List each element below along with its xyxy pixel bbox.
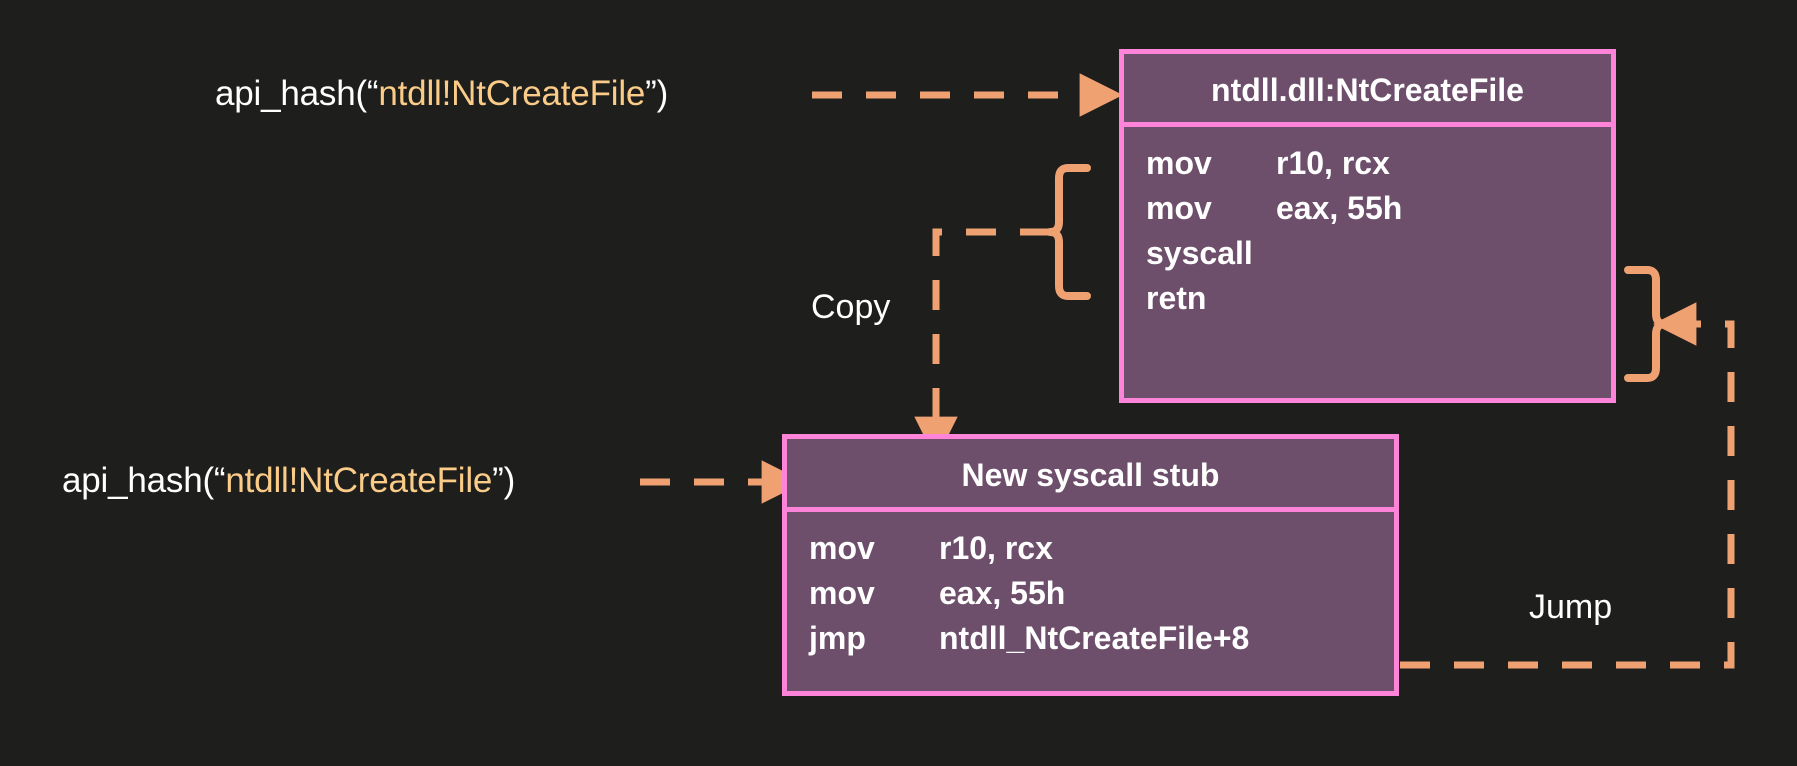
api-hash-top-highlight: ntdll!NtCreateFile — [378, 74, 646, 113]
asm-args: r10, rcx — [939, 530, 1053, 566]
jump-label: Jump — [1529, 588, 1613, 626]
asm-op: mov — [809, 530, 875, 566]
asm-line: retn — [1146, 276, 1611, 321]
ntdll-code-box: ntdll.dll:NtCreateFile mov r10, rcx mov … — [1119, 49, 1616, 403]
asm-args: eax, 55h — [1276, 190, 1403, 226]
stub-box-body: mov r10, rcx mov eax, 55h jmp ntdll_NtCr… — [787, 512, 1394, 671]
asm-line: jmp ntdll_NtCreateFile+8 — [809, 616, 1394, 661]
asm-args — [1276, 276, 1611, 321]
asm-line: mov eax, 55h — [1146, 186, 1611, 231]
api-hash-top-label: api_hash(“ntdll!NtCreateFile”) — [215, 74, 668, 114]
stub-box-title: New syscall stub — [787, 439, 1394, 512]
ntdll-box-title: ntdll.dll:NtCreateFile — [1124, 54, 1611, 127]
asm-op: retn — [1146, 280, 1207, 316]
copy-label: Copy — [811, 288, 891, 326]
asm-args: ntdll_NtCreateFile+8 — [939, 620, 1250, 656]
asm-op: mov — [1146, 190, 1212, 226]
asm-op: mov — [809, 575, 875, 611]
asm-line: mov eax, 55h — [809, 571, 1394, 616]
asm-op: mov — [1146, 145, 1212, 181]
copy-arrow — [914, 228, 1050, 460]
asm-args: eax, 55h — [939, 575, 1066, 611]
api-hash-bottom-label: api_hash(“ntdll!NtCreateFile”) — [62, 461, 515, 501]
stub-code-box: New syscall stub mov r10, rcx mov eax, 5… — [782, 434, 1399, 696]
asm-line: mov r10, rcx — [1146, 141, 1611, 186]
api-hash-bottom-highlight: ntdll!NtCreateFile — [225, 461, 493, 500]
asm-line: syscall — [1146, 231, 1611, 276]
source-brace — [1046, 164, 1091, 300]
asm-op: jmp — [809, 620, 866, 656]
api-hash-top-suffix: ”) — [645, 74, 669, 113]
api-hash-top-prefix: api_hash(“ — [215, 74, 379, 113]
api-hash-bottom-suffix: ”) — [492, 461, 516, 500]
asm-op: syscall — [1146, 235, 1253, 271]
asm-args — [1276, 231, 1611, 276]
api-hash-bottom-prefix: api_hash(“ — [62, 461, 226, 500]
asm-line: mov r10, rcx — [809, 526, 1394, 571]
ntdll-box-body: mov r10, rcx mov eax, 55h syscall retn — [1124, 127, 1611, 331]
asm-args: r10, rcx — [1276, 145, 1390, 181]
target-brace — [1624, 266, 1669, 382]
